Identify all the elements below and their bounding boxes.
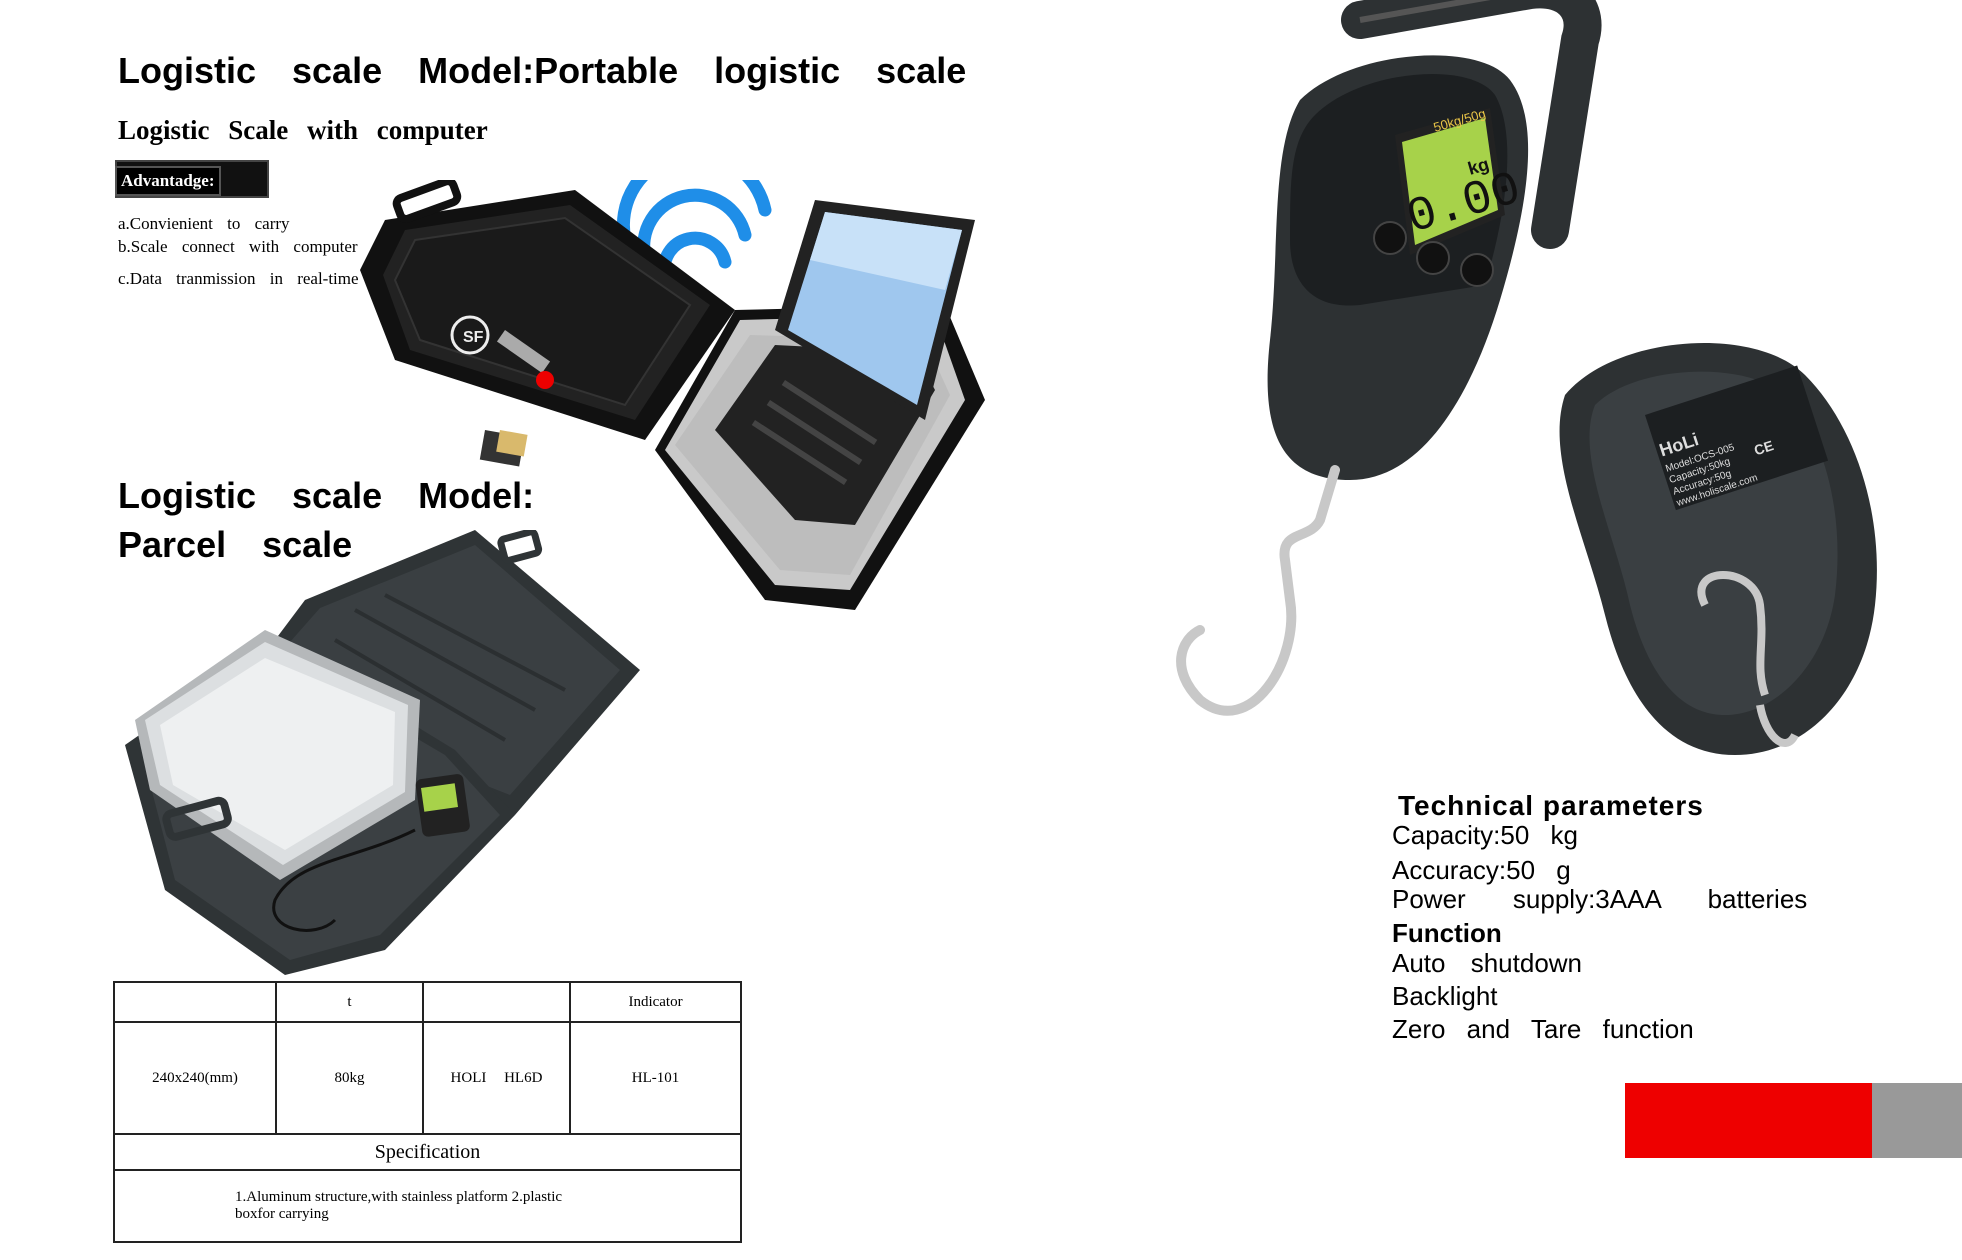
advantage-label: Advantadge: <box>115 166 221 196</box>
accent-gray-bar <box>1872 1083 1962 1158</box>
ce-mark: CE <box>1752 437 1775 458</box>
table-header-cell <box>112 981 278 1023</box>
spec-text: 1.Aluminum structure,with stainless plat… <box>113 1169 742 1243</box>
function-title: Function <box>1392 918 1502 948</box>
heading-parcel-scale-1: Logistic scale Model: <box>118 475 535 516</box>
hanging-scale-front-image: 50kg/50g kg 0.00 <box>1176 0 1602 716</box>
table-cell-model: HOLI HL6D <box>421 1021 572 1135</box>
lcd-display <box>1402 118 1498 245</box>
table-header-cell: t <box>275 981 424 1023</box>
svg-text:SF: SF <box>463 329 484 346</box>
back-hook-icon <box>1697 571 1769 697</box>
parcel-scale-image <box>125 530 640 975</box>
param-capacity: Capacity:50 kg <box>1392 820 1578 850</box>
advantage-badge: Advantadge: <box>115 160 269 198</box>
backlight-button-icon <box>1416 241 1450 275</box>
heading-scale-with-computer: Logistic Scale with computer <box>118 115 488 145</box>
spec-table: t Indicator 240x240(mm) 80kg HOLI HL6D H… <box>112 981 742 1243</box>
heading-portable-logistic-scale: Logistic scale Model:Portable logistic s… <box>118 50 967 91</box>
hook-icon <box>1176 465 1340 716</box>
param-power: Power supply:3AAA batteries <box>1392 884 1808 914</box>
table-header-cell <box>421 981 572 1023</box>
advantage-item-1: a.Convienient to carry <box>118 214 290 233</box>
table-row: 240x240(mm) 80kg HOLI HL6D HL-101 <box>112 1021 742 1135</box>
advantage-item-3: c.Data tranmission in real-time <box>118 269 359 288</box>
table-row: Specification <box>113 1133 742 1171</box>
function-item: Auto shutdown <box>1392 948 1583 978</box>
heading-parcel-scale-2: Parcel scale <box>118 524 353 565</box>
tare-button-icon <box>1460 253 1494 287</box>
accent-red-bar <box>1625 1083 1872 1158</box>
param-accuracy: Accuracy:50 g <box>1392 855 1571 885</box>
function-item: Zero and Tare function <box>1392 1014 1694 1044</box>
hanging-scale-back-image: HoLi Model:OCS-005 Capacity:50kg Accurac… <box>1559 342 1877 755</box>
advantage-item-2: b.Scale connect with computer <box>118 237 358 256</box>
power-button-icon <box>1373 221 1407 255</box>
function-item: Backlight <box>1392 981 1498 1011</box>
table-cell-indicator: HL-101 <box>569 1021 742 1135</box>
table-header-cell: Indicator <box>569 981 742 1023</box>
table-cell-size: 240x240(mm) <box>112 1021 278 1135</box>
logistic-scale-laptop-image: SF <box>360 180 985 610</box>
table-header-row: t Indicator <box>112 981 742 1023</box>
table-cell-capacity: 80kg <box>275 1021 424 1135</box>
table-row: 1.Aluminum structure,with stainless plat… <box>113 1169 742 1243</box>
tech-params-title: Technical parameters <box>1398 790 1704 821</box>
spec-label: Specification <box>113 1133 742 1171</box>
